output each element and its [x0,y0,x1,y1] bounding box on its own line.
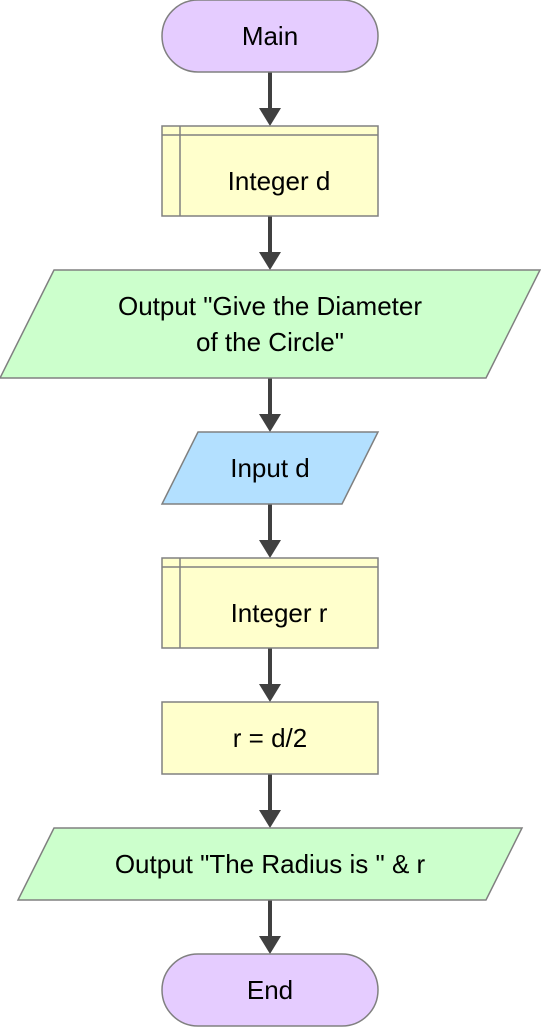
arrowhead-icon [259,414,281,432]
connector-output-result-to-end [259,900,281,954]
connector-main-to-declare-d [259,72,281,126]
declare-shape [161,125,379,217]
arrowhead-icon [259,540,281,558]
terminal-shape [161,953,379,1027]
terminal-shape [161,0,379,73]
node-output-prompt[interactable]: Output "Give the Diameter of the Circle" [0,269,541,379]
arrowhead-icon [259,684,281,702]
arrowhead-icon [259,108,281,126]
connector-assign-r-to-output-result [259,774,281,828]
node-input-d[interactable]: Input d [160,431,380,505]
connector-declare-r-to-assign-r [259,648,281,702]
node-output-prompt-label-line2: of the Circle" [196,327,344,357]
node-main[interactable]: Main [161,0,379,73]
node-end-label: End [247,975,293,1005]
arrowhead-icon [259,252,281,270]
node-declare-r-label: Integer r [231,598,328,628]
assign-shape [161,701,379,775]
node-output-result-label: Output "The Radius is " & r [115,849,426,879]
node-declare-r[interactable]: Integer r [161,557,379,649]
output-shape [16,827,524,901]
node-end[interactable]: End [161,953,379,1027]
node-main-label: Main [242,21,298,51]
node-input-d-label: Input d [230,453,310,483]
input-shape [160,431,380,505]
arrowhead-icon [259,936,281,954]
node-assign-r-label: r = d/2 [233,723,307,753]
output-shape [0,269,541,379]
connector-declare-d-to-output-prompt [259,216,281,270]
node-output-result[interactable]: Output "The Radius is " & r [16,827,524,901]
connectors [259,72,281,954]
connector-input-d-to-declare-r [259,504,281,558]
node-output-prompt-label-line1: Output "Give the Diameter [118,291,422,321]
node-declare-d[interactable]: Integer d [161,125,379,217]
arrowhead-icon [259,810,281,828]
node-assign-r[interactable]: r = d/2 [161,701,379,775]
declare-shape [161,557,379,649]
node-declare-d-label: Integer d [228,166,331,196]
connector-output-prompt-to-input-d [259,378,281,432]
